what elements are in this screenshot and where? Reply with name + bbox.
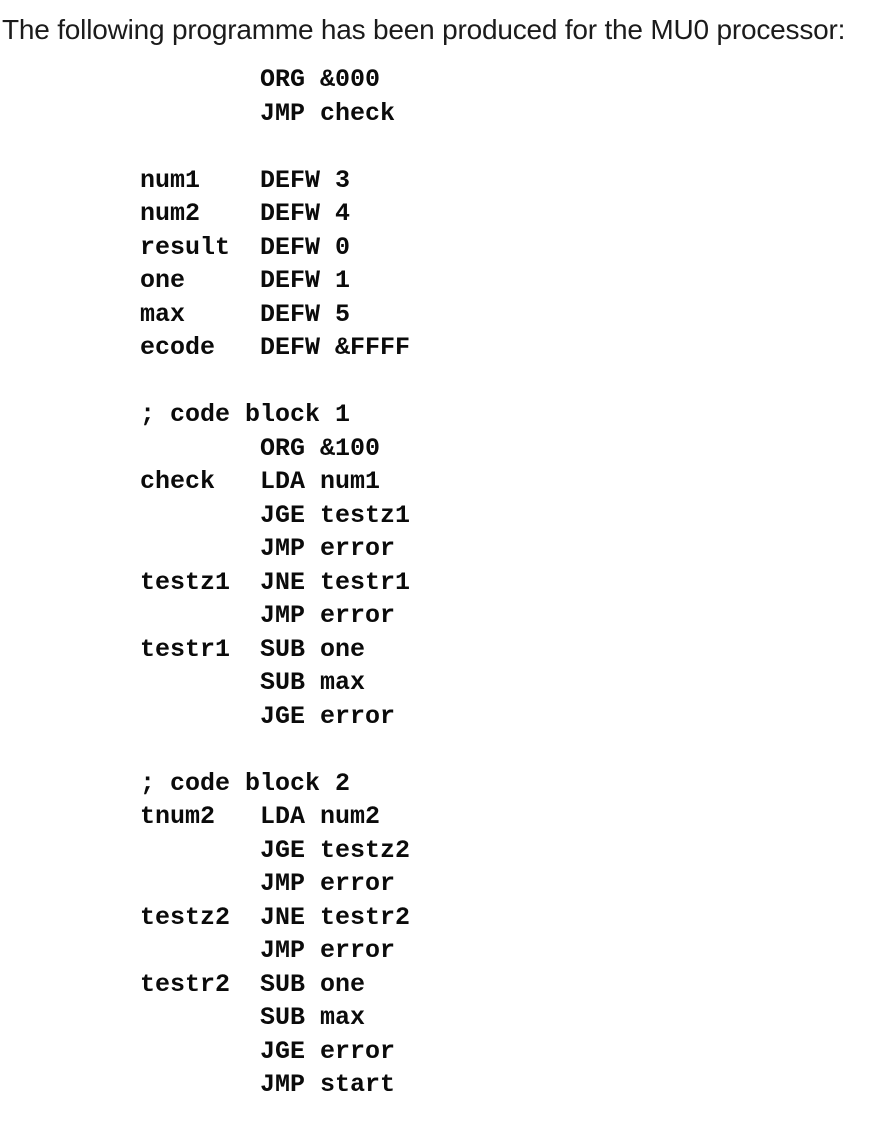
code-line: testr2 SUB one [140, 969, 366, 999]
assembly-code-block: ORG &000 JMP check num1 DEFW 3 num2 DEFW… [140, 63, 882, 1102]
code-line: JGE testz1 [140, 500, 411, 530]
code-comment-line: ; code block 2 [140, 768, 351, 798]
code-line: one DEFW 1 [140, 266, 351, 295]
code-line: JMP error [140, 601, 396, 630]
code-line: testz1 JNE testr1 [140, 567, 411, 597]
code-line: testr1 SUB one [140, 634, 366, 664]
code-line-blank [140, 130, 882, 164]
code-line: JGE error [140, 1036, 396, 1066]
code-line: SUB max [140, 668, 366, 697]
code-line: ORG &100 [140, 433, 381, 463]
code-line: num1 DEFW 3 [140, 165, 351, 195]
code-comment-line: ; code block 1 [140, 400, 351, 429]
code-line: max DEFW 5 [140, 299, 351, 329]
code-line: ORG &000 [140, 65, 381, 94]
code-line: num2 DEFW 4 [140, 199, 351, 228]
code-line: JMP start [140, 1070, 396, 1099]
code-line: JGE testz2 [140, 835, 411, 865]
page-title: The following programme has been produce… [2, 14, 846, 45]
code-line: tnum2 LDA num2 [140, 802, 381, 831]
code-line-blank [140, 365, 882, 399]
code-line: JMP check [140, 98, 396, 128]
code-line: result DEFW 0 [140, 232, 351, 262]
code-line-blank [140, 733, 882, 767]
code-line: SUB max [140, 1003, 366, 1032]
document-page: The following programme has been produce… [0, 12, 882, 1140]
code-line: JMP error [140, 936, 396, 965]
code-line: testz2 JNE testr2 [140, 902, 411, 932]
code-line: JMP error [140, 869, 396, 898]
code-line: ecode DEFW &FFFF [140, 333, 411, 362]
code-line: JMP error [140, 534, 396, 563]
code-line: JGE error [140, 701, 396, 731]
code-line: check LDA num1 [140, 467, 381, 496]
